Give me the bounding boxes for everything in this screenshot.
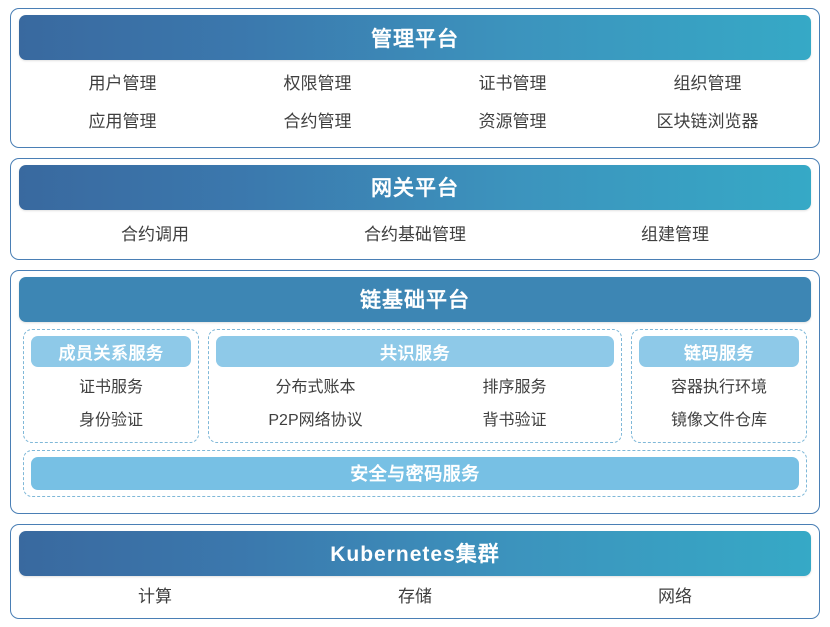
kubernetes-items: 计算 存储 网络: [19, 576, 811, 610]
gateway-items: 合约调用 合约基础管理 组建管理: [19, 210, 811, 251]
service-box-security: 安全与密码服务: [23, 449, 807, 497]
service-header-consensus: 共识服务: [216, 335, 614, 367]
gateway-row-1: 合约调用 合约基础管理 组建管理: [25, 220, 805, 245]
consensus-item-ordering-service[interactable]: 排序服务: [482, 379, 547, 397]
chain-platform-title: 链基础平台: [360, 289, 470, 313]
chaincode-row-2: 镜像文件仓库: [639, 406, 799, 430]
gateway-item-contract-invoke[interactable]: 合约调用: [121, 224, 189, 244]
management-item-contract[interactable]: 合约管理: [283, 111, 352, 131]
consensus-row-2: P2P网络协议 背书验证: [216, 406, 614, 430]
member-relation-row-2: 身份验证: [31, 406, 191, 430]
management-row-1: 用户管理 权限管理 证书管理 组织管理: [25, 69, 805, 94]
gateway-platform-title: 网关平台: [371, 177, 459, 201]
chaincode-item-container-runtime[interactable]: 容器执行环境: [670, 379, 767, 397]
layer-card-management: 管理平台 用户管理 权限管理 证书管理 组织管理 应用管理 合约管理 资源管理 …: [10, 8, 820, 148]
member-item-certificate-service[interactable]: 证书服务: [78, 379, 143, 397]
consensus-item-endorsement-verification[interactable]: 背书验证: [482, 412, 547, 430]
kubernetes-banner: Kubernetes集群: [19, 530, 811, 576]
consensus-row-1: 分布式账本 排序服务: [216, 373, 614, 397]
management-item-resource[interactable]: 资源管理: [478, 111, 547, 131]
management-platform-banner: 管理平台: [19, 15, 811, 60]
layer-card-kubernetes: Kubernetes集群 计算 存储 网络: [10, 523, 820, 619]
security-service-title: 安全与密码服务: [350, 464, 480, 485]
chain-service-row: 成员关系服务 证书服务 身份验证 共识服务: [23, 328, 807, 443]
kubernetes-title: Kubernetes集群: [330, 543, 500, 567]
service-title-chaincode: 链码服务: [684, 343, 754, 363]
consensus-item-distributed-ledger[interactable]: 分布式账本: [275, 379, 356, 397]
management-item-blockchain-explorer[interactable]: 区块链浏览器: [656, 111, 759, 131]
management-item-application[interactable]: 应用管理: [88, 111, 157, 131]
management-item-permission[interactable]: 权限管理: [283, 73, 352, 93]
layer-card-gateway: 网关平台 合约调用 合约基础管理 组建管理: [10, 157, 820, 260]
service-header-member-relation: 成员关系服务: [31, 335, 191, 367]
chaincode-item-image-repository[interactable]: 镜像文件仓库: [670, 412, 767, 430]
member-relation-row-1: 证书服务: [31, 373, 191, 397]
service-title-member-relation: 成员关系服务: [58, 343, 164, 363]
service-items-member-relation: 证书服务 身份验证: [31, 367, 191, 435]
layer-card-chain-base: 链基础平台 成员关系服务 证书服务 身份验证: [10, 269, 820, 514]
management-item-user[interactable]: 用户管理: [88, 73, 157, 93]
kubernetes-item-compute[interactable]: 计算: [138, 587, 172, 607]
management-item-organization[interactable]: 组织管理: [673, 73, 742, 93]
chaincode-row-1: 容器执行环境: [639, 373, 799, 397]
management-row-2: 应用管理 合约管理 资源管理 区块链浏览器: [25, 107, 805, 132]
service-items-consensus: 分布式账本 排序服务 P2P网络协议 背书验证: [216, 367, 614, 435]
service-box-consensus: 共识服务 分布式账本 排序服务 P2P网络协议 背书验证: [208, 328, 622, 443]
member-item-identity-verification[interactable]: 身份验证: [78, 412, 143, 430]
gateway-item-component-management[interactable]: 组建管理: [641, 224, 709, 244]
service-items-chaincode: 容器执行环境 镜像文件仓库: [639, 367, 799, 435]
service-header-chaincode: 链码服务: [639, 335, 799, 367]
service-title-consensus: 共识服务: [380, 343, 450, 363]
security-service-bar[interactable]: 安全与密码服务: [31, 456, 799, 490]
service-box-chaincode: 链码服务 容器执行环境 镜像文件仓库: [631, 328, 807, 443]
gateway-platform-banner: 网关平台: [19, 164, 811, 210]
management-platform-title: 管理平台: [371, 27, 459, 51]
consensus-item-p2p-protocol[interactable]: P2P网络协议: [268, 412, 363, 430]
gateway-item-contract-base-management[interactable]: 合约基础管理: [364, 224, 466, 244]
management-item-certificate[interactable]: 证书管理: [478, 73, 547, 93]
kubernetes-row-1: 计算 存储 网络: [25, 582, 805, 607]
chain-platform-banner: 链基础平台: [19, 276, 811, 322]
management-items: 用户管理 权限管理 证书管理 组织管理 应用管理 合约管理 资源管理 区块链浏览…: [19, 60, 811, 139]
kubernetes-item-network[interactable]: 网络: [658, 587, 692, 607]
service-box-member-relation: 成员关系服务 证书服务 身份验证: [23, 328, 199, 443]
kubernetes-item-storage[interactable]: 存储: [398, 587, 432, 607]
chain-services-area: 成员关系服务 证书服务 身份验证 共识服务: [19, 322, 811, 505]
